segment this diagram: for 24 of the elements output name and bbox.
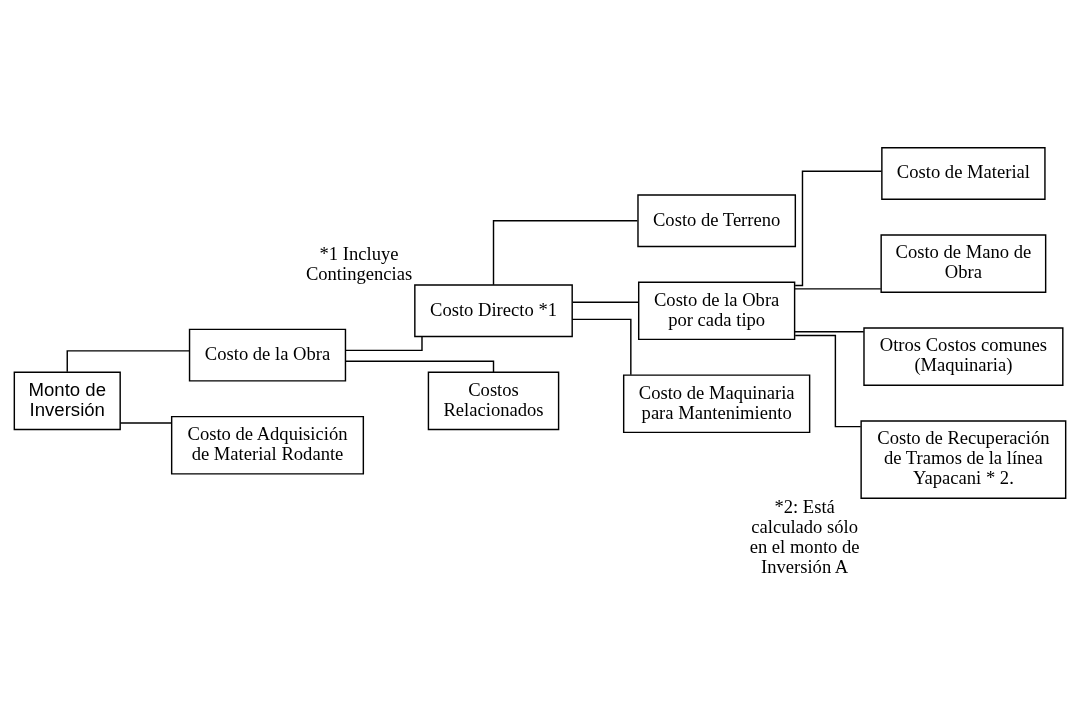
connector (492, 219, 639, 286)
connector (794, 334, 862, 428)
node-box: Monto de Inversión (13, 371, 121, 431)
node-label: *2: Está calculado sólo en el monto de Inversión A (749, 496, 860, 578)
node-label: *1 Incluye Contingencias (305, 242, 413, 284)
node-box: Costo de Recuperación de Tramos de la línea Yapacani * 2. (860, 420, 1067, 499)
node-box: Costo de la Obra por cada tipo (638, 281, 796, 341)
connector (345, 360, 495, 373)
node-box: Costo Directo *1 (414, 284, 573, 338)
connector (571, 318, 632, 376)
connector (572, 301, 640, 303)
node-box: Costos Relacionados (427, 371, 560, 431)
connector (66, 350, 191, 373)
connector (794, 170, 883, 287)
connector (794, 331, 865, 333)
node-box: Costo de Mano de Obra (880, 234, 1047, 293)
node-box: Costo de Maquinaria para Mantenimiento (622, 374, 811, 434)
node-box: Costo de Adquisición de Material Rodante (170, 415, 365, 475)
connector (794, 288, 882, 290)
connector (119, 422, 173, 424)
node-box: Costo de Terreno (637, 194, 797, 248)
node-box: Costo de Material (881, 147, 1046, 200)
node-box: Otros Costos comunes (Maquinaria) (863, 327, 1064, 386)
node-box: Costo de la Obra (188, 328, 347, 382)
